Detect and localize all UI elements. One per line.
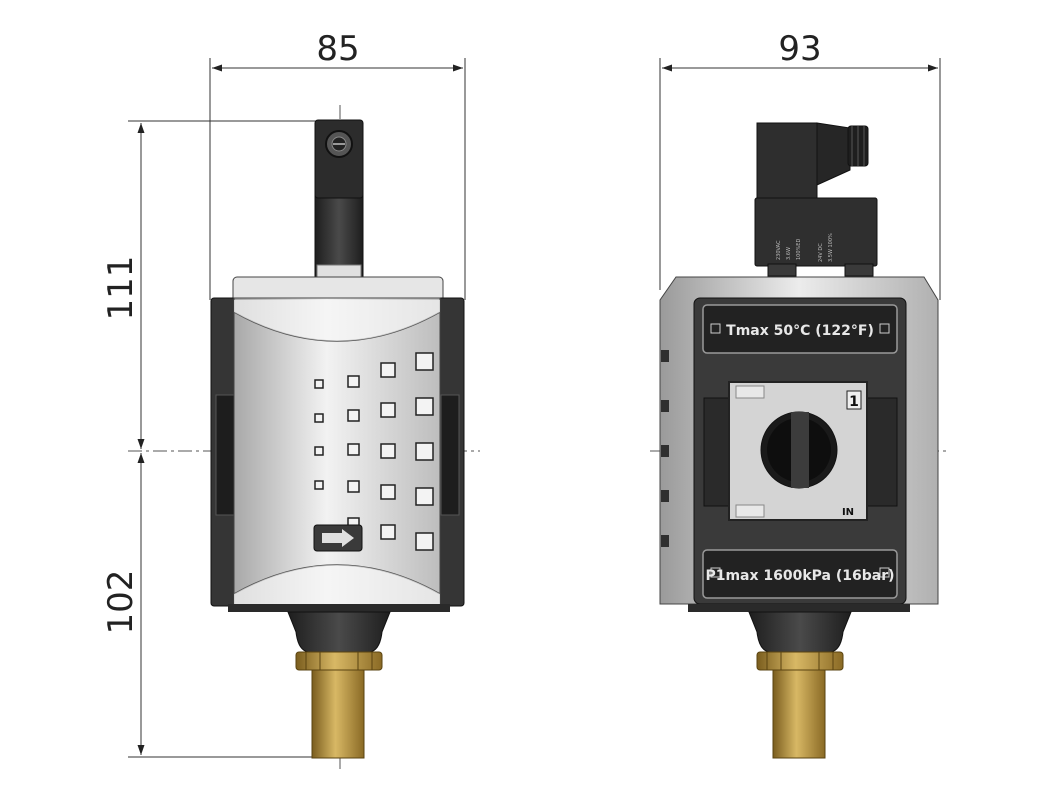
flow-arrow-icon xyxy=(313,524,363,552)
port-number-badge xyxy=(846,390,862,410)
front-body xyxy=(233,297,441,607)
svg-text:Tmax 50°C (122°F): Tmax 50°C (122°F) xyxy=(726,323,874,339)
dim-height-bottom: 102 xyxy=(101,570,141,635)
dim-front-width: 85 xyxy=(316,29,359,69)
front-connector xyxy=(314,119,364,278)
svg-text:24V DC: 24V DC xyxy=(818,243,824,262)
front-indicator-grid xyxy=(314,352,434,551)
side-connector: 230VAC 3.6W 100%ED 24V DC 3.5W 100% xyxy=(754,122,878,277)
svg-text:230VAC: 230VAC xyxy=(776,240,782,260)
front-drain xyxy=(287,611,391,759)
svg-text:100%ED: 100%ED xyxy=(796,239,802,260)
svg-text:P1max 1600kPa (16bar): P1max 1600kPa (16bar) xyxy=(705,568,894,584)
svg-text:3.6W: 3.6W xyxy=(786,247,792,260)
dim-height-top: 111 xyxy=(101,256,141,321)
port-code: IN xyxy=(842,507,854,518)
front-view xyxy=(210,119,465,759)
dim-side-width: 93 xyxy=(778,29,821,69)
dimension-lines xyxy=(128,58,941,758)
port-number: 1 xyxy=(849,394,859,410)
side-drain xyxy=(748,611,852,759)
svg-text:3.5W 100%: 3.5W 100% xyxy=(828,233,834,262)
side-view: 230VAC 3.6W 100%ED 24V DC 3.5W 100% Tmax xyxy=(659,122,939,759)
side-label-bottom: P1max 1600kPa (16bar) xyxy=(702,549,898,599)
side-label-top: Tmax 50°C (122°F) xyxy=(702,304,898,354)
